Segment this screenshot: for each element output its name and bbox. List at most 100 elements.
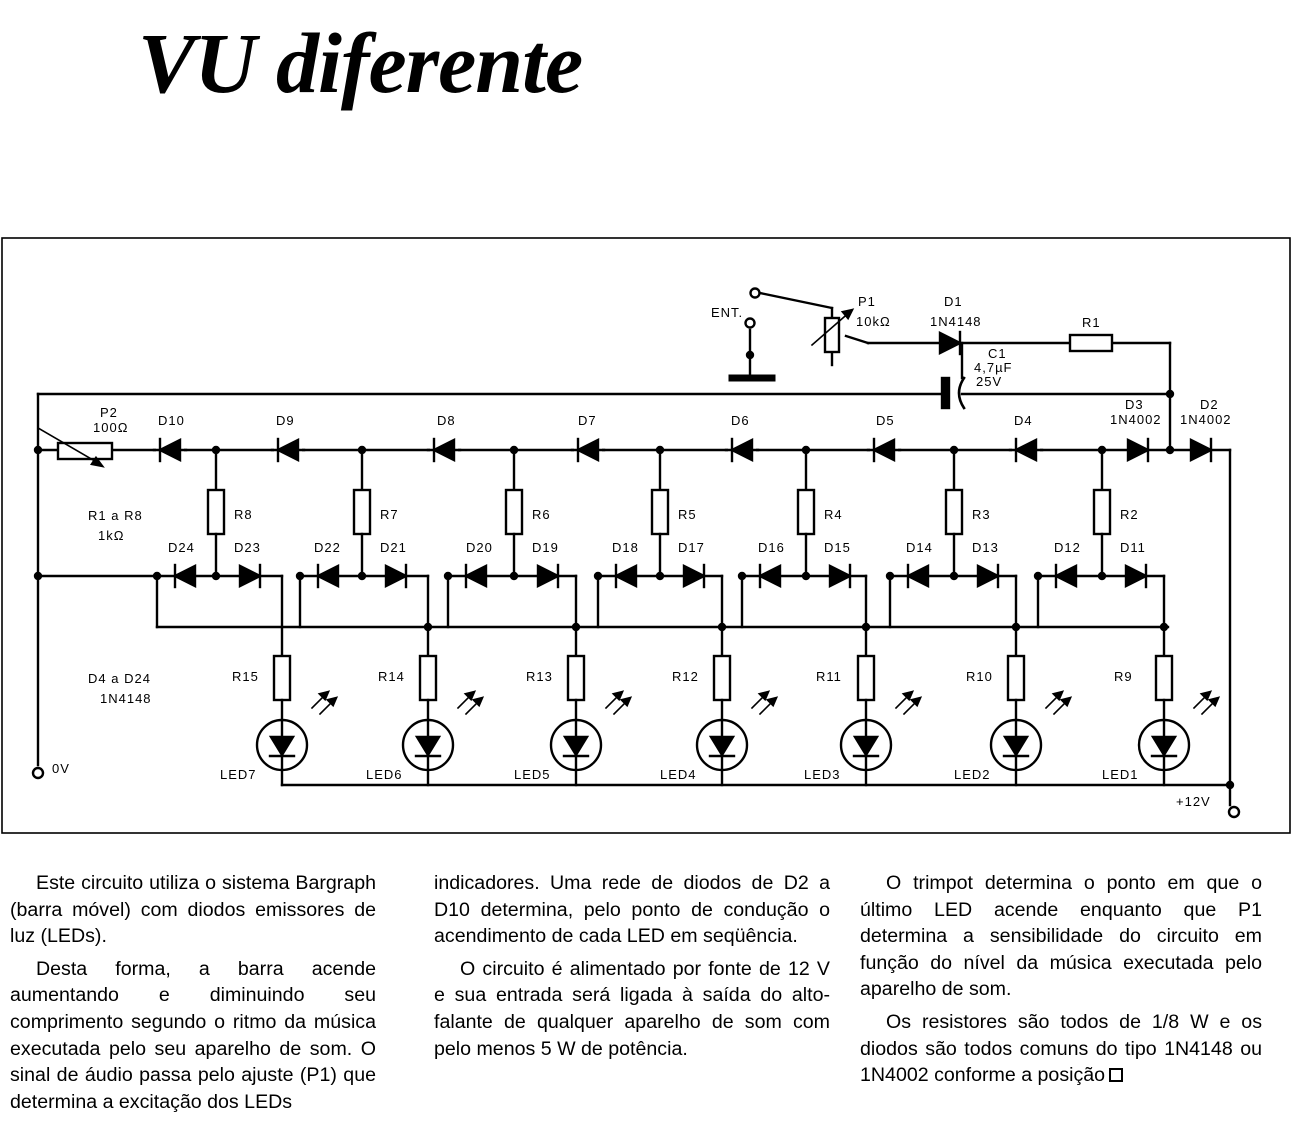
note-diodes-range: D4 a D24: [88, 671, 151, 686]
ground-terminal-icon: [31, 766, 45, 780]
d4-diode-icon: [1013, 437, 1038, 463]
p2-ref: P2: [100, 405, 118, 420]
r9-resistor: [1154, 654, 1174, 702]
d11-diode-icon: [1124, 563, 1149, 589]
r12-resistor: [712, 654, 732, 702]
schematic-frame: [1, 237, 1291, 834]
d17-ref: D17: [678, 540, 705, 555]
ground-label: 0V: [52, 761, 70, 776]
led1-ref: LED1: [1102, 767, 1139, 782]
p2-value: 100Ω: [93, 420, 128, 435]
d17-diode-icon: [682, 563, 707, 589]
led4-ref: LED4: [660, 767, 697, 782]
d14-diode-icon: [905, 563, 930, 589]
led-icon: [549, 690, 633, 787]
r6-resistor: [504, 488, 524, 536]
d9-ref: D9: [276, 413, 295, 428]
c1-ref: C1: [988, 346, 1007, 361]
r8-ref: R8: [234, 507, 253, 522]
p1-ref: P1: [858, 294, 876, 309]
d15-ref: D15: [824, 540, 851, 555]
led-icon: [401, 690, 485, 787]
p1-value: 10kΩ: [856, 314, 891, 329]
r13-ref: R13: [526, 669, 553, 684]
r2-ref: R2: [1120, 507, 1139, 522]
led-icon: [839, 690, 923, 787]
p2-trimpot: [56, 441, 114, 461]
r14-resistor: [418, 654, 438, 702]
article-paragraph: Este circuito utiliza o sistema Bargraph…: [10, 872, 376, 948]
input-terminal-icon: [749, 287, 761, 299]
d6-ref: D6: [731, 413, 750, 428]
d21-ref: D21: [380, 540, 407, 555]
led7-ref: LED7: [220, 767, 257, 782]
led2-ref: LED2: [954, 767, 991, 782]
d24-diode-icon: [172, 563, 197, 589]
r10-ref: R10: [966, 669, 993, 684]
r3-ref: R3: [972, 507, 991, 522]
d3-ref: D3: [1125, 397, 1144, 412]
p1-potentiometer: [823, 316, 841, 354]
led-icon: [255, 690, 339, 787]
d13-ref: D13: [972, 540, 999, 555]
led3-ref: LED3: [804, 767, 841, 782]
d2-value: 1N4002: [1180, 412, 1232, 427]
d1-diode-icon: [938, 331, 963, 355]
d10-diode-icon: [157, 437, 182, 463]
article-column-2: indicadores. Uma rede de diodos de D2 a …: [434, 870, 830, 1068]
note-resistors-value: 1kΩ: [98, 528, 124, 543]
r9-ref: R9: [1114, 669, 1133, 684]
r1-ref: R1: [1082, 315, 1101, 330]
d1-ref: D1: [944, 294, 963, 309]
d11-ref: D11: [1120, 540, 1146, 555]
r5-resistor: [650, 488, 670, 536]
d2-ref: D2: [1200, 397, 1219, 412]
d4-ref: D4: [1014, 413, 1033, 428]
r6-ref: R6: [532, 507, 551, 522]
article-paragraph: Os resistores são todos de 1/8 W e os di…: [860, 1009, 1262, 1089]
r8-resistor: [206, 488, 226, 536]
article-column-1: Este circuito utiliza o sistema Bargraph…: [10, 870, 376, 1121]
article-column-3: O trimpot determina o ponto em que o últ…: [860, 870, 1262, 1095]
d2-diode-icon: [1189, 438, 1214, 462]
d16-ref: D16: [758, 540, 785, 555]
r11-ref: R11: [816, 669, 842, 684]
article-paragraph: O trimpot determina o ponto em que o últ…: [860, 872, 1262, 1001]
d6-diode-icon: [729, 437, 754, 463]
c1-value: 4,7µF: [974, 360, 1013, 375]
end-mark-icon: [1109, 1068, 1124, 1083]
d12-diode-icon: [1053, 563, 1078, 589]
note-resistors-range: R1 a R8: [88, 508, 143, 523]
r3-resistor: [944, 488, 964, 536]
d5-ref: D5: [876, 413, 895, 428]
note-diodes-type: 1N4148: [100, 691, 152, 706]
d20-ref: D20: [466, 540, 493, 555]
d14-ref: D14: [906, 540, 933, 555]
page-title: VU diferente: [138, 15, 583, 111]
d5-diode-icon: [871, 437, 896, 463]
d8-diode-icon: [431, 437, 456, 463]
d23-ref: D23: [234, 540, 261, 555]
article-paragraph: O circuito é alimentado por fonte de 12 …: [434, 957, 830, 1060]
r4-ref: R4: [824, 507, 843, 522]
r7-resistor: [352, 488, 372, 536]
d20-diode-icon: [463, 563, 488, 589]
d22-ref: D22: [314, 540, 341, 555]
article-paragraph: indicadores. Uma rede de diodos de D2 a …: [434, 872, 830, 948]
r1-resistor: [1068, 333, 1114, 353]
r10-resistor: [1006, 654, 1026, 702]
d21-diode-icon: [384, 563, 409, 589]
d23-diode-icon: [238, 563, 263, 589]
r13-resistor: [566, 654, 586, 702]
r5-ref: R5: [678, 507, 697, 522]
d15-diode-icon: [828, 563, 853, 589]
supply-label: +12V: [1176, 794, 1211, 809]
d18-diode-icon: [613, 563, 638, 589]
supply-terminal-icon: [1227, 805, 1241, 819]
